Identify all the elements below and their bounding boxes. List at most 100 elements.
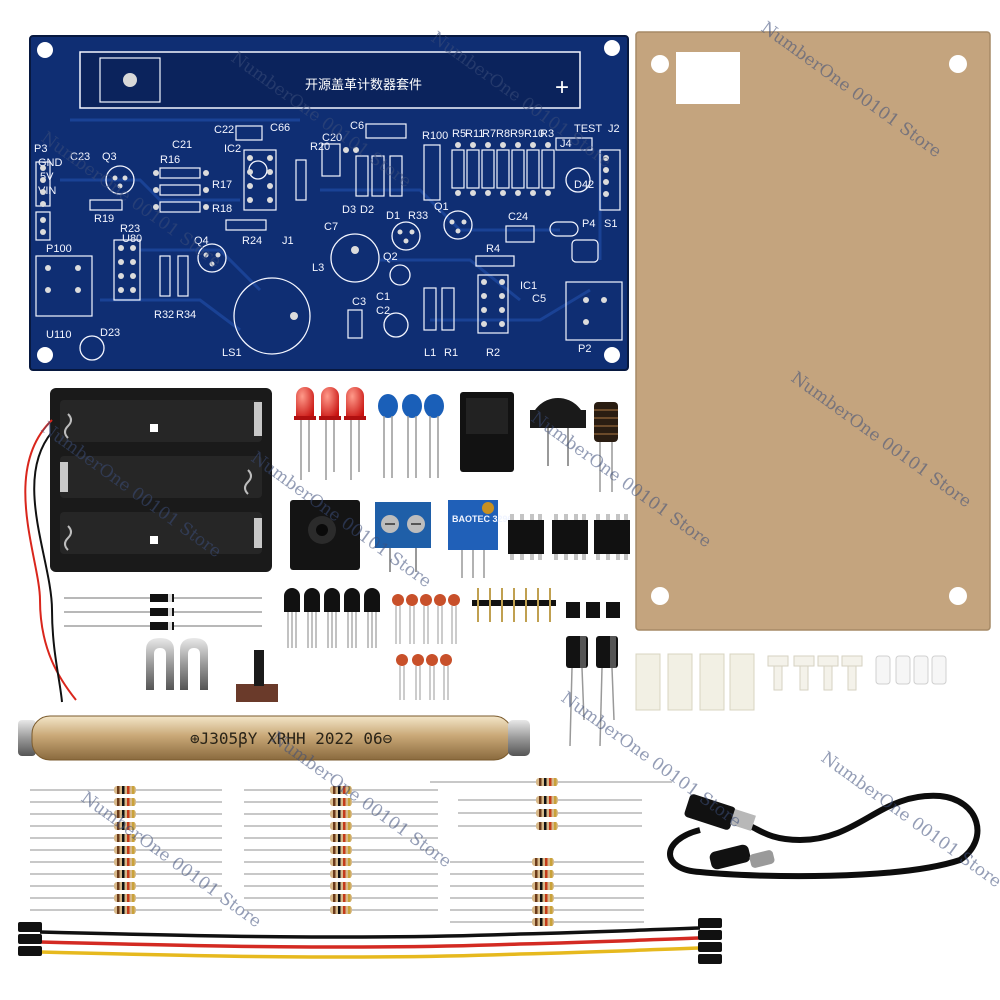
pcb-label: P100	[46, 243, 72, 255]
pcb-label: C3	[352, 296, 366, 308]
acrylic-back-plate	[635, 31, 991, 631]
pcb-label: P3	[34, 143, 47, 155]
resistor	[30, 906, 222, 914]
electrolytic-capacitors	[566, 636, 618, 747]
pcb-label: D42	[574, 179, 594, 191]
nylon-standoffs	[635, 653, 755, 711]
pcb-label: Q2	[383, 251, 398, 263]
potentiometer-marking: BAOTEC 3296	[452, 514, 513, 524]
blue-ceramic-capacitors	[378, 394, 444, 478]
pcb-label: LS1	[222, 347, 242, 359]
pcb-label: R10	[524, 128, 544, 140]
pcb-label: R34	[176, 309, 196, 321]
pcb-label: S1	[604, 218, 617, 230]
pcb-label: C5	[532, 293, 546, 305]
battery-holder	[50, 388, 272, 572]
dip-ics	[508, 514, 630, 560]
pcb-title: 开源盖革计数器套件	[305, 77, 422, 93]
pcb-label: R33	[408, 210, 428, 222]
slide-switch	[236, 650, 278, 702]
resistor	[244, 882, 438, 890]
resistor	[30, 858, 222, 866]
pcb-label: L3	[312, 262, 324, 274]
pcb-label: R4	[486, 243, 500, 255]
pcb-label: R17	[212, 179, 232, 191]
pcb-label: C20	[322, 132, 342, 144]
resistor	[458, 822, 642, 830]
pcb-label: Q1	[434, 201, 449, 213]
resistor	[30, 870, 222, 878]
pcb-label: R8	[496, 128, 510, 140]
audio-jack	[290, 500, 360, 570]
pcb-label: J4	[560, 138, 572, 150]
pcb-label: Q3	[102, 151, 117, 163]
resistor	[244, 798, 438, 806]
nylon-screws	[767, 655, 863, 691]
pcb-label: R16	[160, 154, 180, 166]
resistor	[450, 894, 644, 902]
resistor	[458, 796, 642, 804]
resistor	[244, 894, 438, 902]
pcb-label: C66	[270, 122, 290, 134]
pcb-label: D3	[342, 204, 356, 216]
resistor	[30, 810, 222, 818]
pcb-label: R1	[444, 347, 458, 359]
pcb-label: R18	[212, 203, 232, 215]
pcb-label: C23	[70, 151, 90, 163]
resistor	[244, 870, 438, 878]
resistor	[430, 778, 672, 786]
pcb-label: IC1	[520, 280, 537, 292]
pcb-label: D2	[360, 204, 374, 216]
pcb-label: C7	[324, 221, 338, 233]
resistor	[244, 810, 438, 818]
resistor	[30, 834, 222, 842]
pcb-label: D1	[386, 210, 400, 222]
dc-power-jack	[460, 392, 514, 472]
pcb-label: R11	[465, 128, 484, 140]
resistor	[458, 809, 642, 817]
svg-text:+: +	[555, 74, 569, 101]
resistor	[244, 786, 438, 794]
battery-wires	[24, 419, 77, 703]
resistor	[244, 858, 438, 866]
tube-clips	[146, 638, 208, 690]
resistor	[30, 846, 222, 854]
pcb-label: R23	[120, 223, 140, 235]
pcb-label: R2	[486, 347, 500, 359]
pcb-label: C22	[214, 124, 234, 136]
pcb-label: U110	[46, 329, 71, 341]
pcb-label: R3	[540, 128, 554, 140]
pcb-label: J1	[282, 235, 294, 247]
resistor	[30, 798, 222, 806]
pcb-label: R19	[94, 213, 114, 225]
small-ceramic-capacitors	[392, 594, 460, 700]
tube-marking: ⊕J305βY XRHH 2022 06⊖	[190, 729, 393, 748]
pcb-label: C24	[508, 211, 528, 223]
resistor	[244, 846, 438, 854]
pcb-label: U80	[122, 233, 142, 245]
resistors	[30, 778, 672, 926]
pin-headers	[472, 588, 556, 622]
resistor	[244, 822, 438, 830]
usb-cable	[667, 792, 981, 880]
resistor	[450, 906, 644, 914]
pcb-label: C6	[350, 120, 364, 132]
pcb-label: Q4	[194, 235, 209, 247]
pcb-label: P4	[582, 218, 595, 230]
screw-terminal-block	[375, 502, 431, 572]
pcb-label: P2	[578, 343, 591, 355]
trim-potentiometer: BAOTEC 3296	[448, 500, 513, 578]
diodes	[64, 594, 262, 630]
buzzer	[530, 398, 586, 466]
pcb-label: IC2	[224, 143, 241, 155]
pcb-label: J2	[608, 123, 620, 135]
resistor	[450, 870, 644, 878]
pcb-label: TEST	[574, 123, 602, 135]
pcb-label: L1	[424, 347, 436, 359]
resistor	[30, 822, 222, 830]
pcb-label: C2	[376, 305, 390, 317]
pcb-label: D23	[100, 327, 120, 339]
